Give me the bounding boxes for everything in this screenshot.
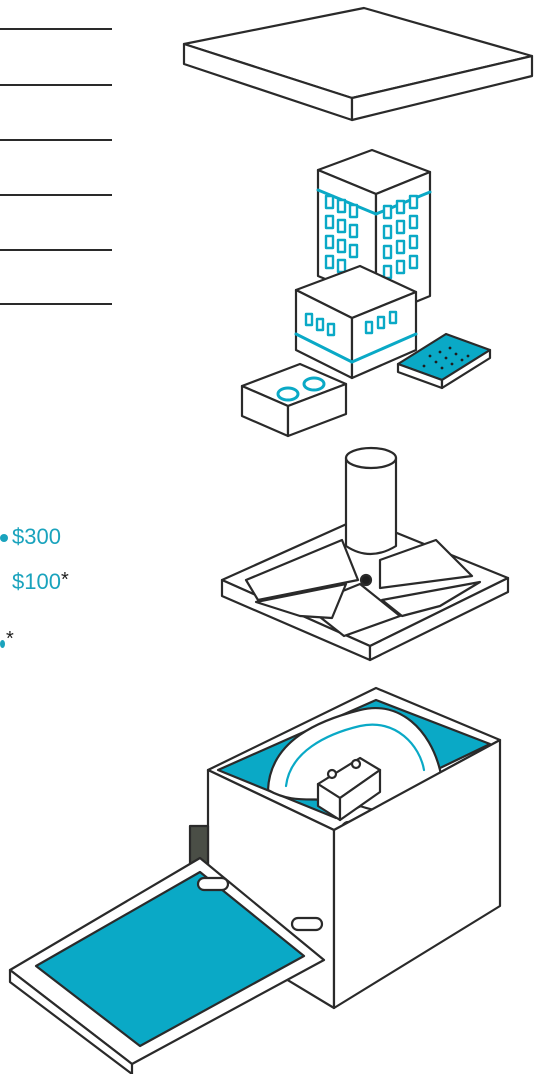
grid-base-layer <box>222 448 508 660</box>
open-box-layer <box>10 688 500 1074</box>
lid-plate <box>184 8 532 120</box>
mid-building <box>296 266 416 378</box>
small-block <box>242 364 346 436</box>
